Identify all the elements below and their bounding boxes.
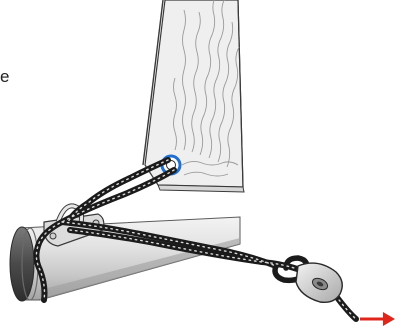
rope-texture xyxy=(35,159,357,320)
block-sheave-hole xyxy=(316,281,324,287)
arrow-right-icon xyxy=(360,312,395,326)
boom-shade xyxy=(40,238,240,300)
sail xyxy=(142,0,245,193)
sail-luff-edge xyxy=(142,0,164,166)
sail-leech-edge xyxy=(237,0,244,188)
rope-block xyxy=(295,262,343,304)
pull-arrow-head xyxy=(383,312,395,326)
clipped-caption: e xyxy=(0,67,10,86)
sail-foot-edge xyxy=(157,184,245,193)
sail-wrinkles xyxy=(173,0,240,177)
fitting-screw-left xyxy=(49,232,57,240)
